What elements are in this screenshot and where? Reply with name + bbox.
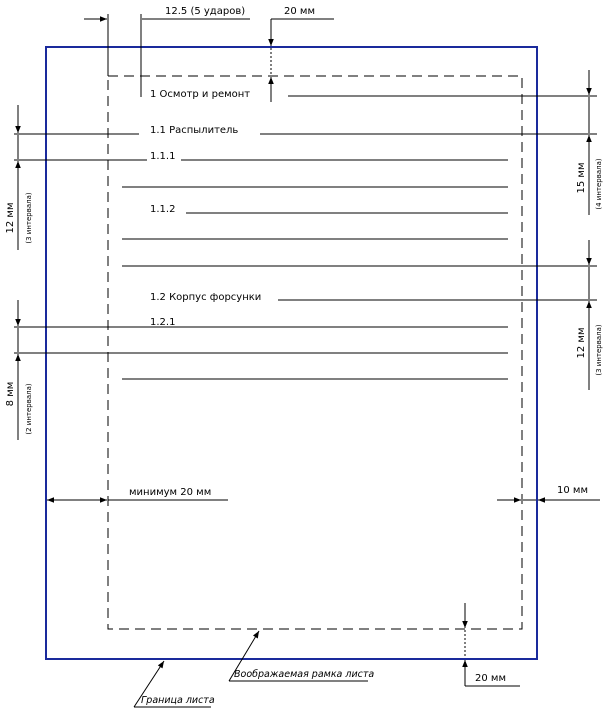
left-upper-value: 12 мм <box>5 203 16 234</box>
right-lower-note: (3 интервала) <box>595 324 603 376</box>
top-margin-dimension: 20 мм <box>268 6 334 102</box>
left-margin-label: минимум 20 мм <box>129 487 211 498</box>
heading-1-1: 1.1 Распылитель <box>150 125 238 136</box>
imaginary-frame-leader: Воображаемая рамка листа <box>228 630 374 682</box>
right-upper-value: 15 мм <box>576 163 587 194</box>
heading-1-1-1: 1.1.1 <box>150 151 175 162</box>
imaginary-frame-caption: Воображаемая рамка листа <box>234 669 374 680</box>
heading-1: 1 Осмотр и ремонт <box>150 89 250 100</box>
sheet-border-caption: Граница листа <box>141 695 215 706</box>
heading-1-2-1: 1.2.1 <box>150 317 175 328</box>
right-upper-note: (4 интервала) <box>595 158 603 210</box>
indent-dimension: 12.5 (5 ударов) <box>84 6 250 97</box>
bottom-margin-dimension: 20 мм <box>462 603 520 687</box>
heading-1-1-2: 1.1.2 <box>150 204 175 215</box>
left-upper-dimension: 12 мм (3 интервала) <box>5 105 33 250</box>
heading-1-2: 1.2 Корпус форсунки <box>150 292 261 303</box>
right-lower-value: 12 мм <box>576 328 587 359</box>
left-lower-note: (2 интервала) <box>25 383 33 435</box>
right-margin-dimension: 10 мм <box>497 485 600 503</box>
bottom-margin-label: 20 мм <box>475 673 506 684</box>
right-lower-dimension: 12 мм (3 интервала) <box>576 240 603 390</box>
right-margin-label: 10 мм <box>557 485 588 496</box>
left-lower-value: 8 мм <box>5 382 16 407</box>
sample-content: 1 Осмотр и ремонт 1.1 Распылитель 1.1.1 … <box>14 89 597 380</box>
left-upper-note: (3 интервала) <box>25 192 33 244</box>
sheet-border-leader: Граница листа <box>133 660 215 708</box>
right-upper-dimension: 15 мм (4 интервала) <box>576 70 603 215</box>
left-lower-dimension: 8 мм (2 интервала) <box>5 300 33 440</box>
left-margin-dimension: минимум 20 мм <box>47 487 228 503</box>
indent-label: 12.5 (5 ударов) <box>165 6 245 17</box>
top-margin-label: 20 мм <box>284 6 315 17</box>
